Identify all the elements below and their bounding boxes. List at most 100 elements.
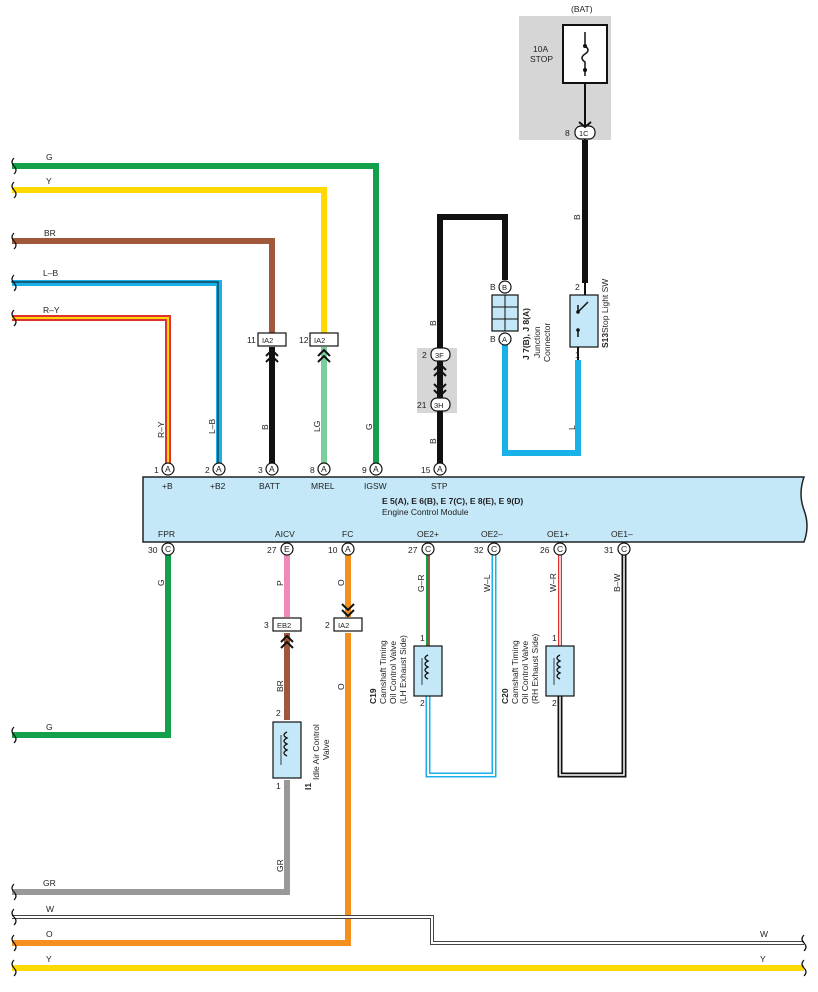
svg-text:A: A	[321, 464, 327, 474]
svg-text:C: C	[557, 544, 563, 554]
term-fpr: FPR	[158, 529, 175, 539]
s13-name: Stop Light SW	[600, 279, 610, 333]
wire-lb-b2	[12, 280, 222, 469]
svg-text:A: A	[373, 464, 379, 474]
c19-label-2: Oil Control Valve	[388, 641, 398, 704]
stop-light-switch	[569, 294, 599, 348]
junction-connector	[491, 280, 519, 346]
wire-label-g-fpr-v: G	[156, 579, 166, 586]
c19-oil-control-valve	[413, 645, 443, 697]
wire-g-fpr	[12, 555, 171, 738]
connector-ia2-fc	[333, 603, 363, 632]
wire-label-g-fpr: G	[46, 722, 53, 732]
c19-pin-1: 1	[420, 633, 425, 643]
fuse-amp-label: 10A	[533, 44, 548, 54]
term-fc: FC	[342, 529, 353, 539]
wire-label-ry: R–Y	[43, 305, 60, 315]
pin-2-ia2: 2	[325, 620, 330, 630]
junction-label-2: Connector	[542, 323, 552, 362]
pin-1: 1	[154, 465, 159, 475]
pin-21: 21	[417, 400, 427, 410]
s13-pin-1: 1	[575, 350, 580, 360]
wire-label-wr: W–R	[548, 573, 558, 592]
connector-1c	[574, 121, 596, 140]
wire-label-lb-v: L–B	[207, 419, 217, 434]
svg-text:C: C	[491, 544, 497, 554]
pin-30: 30	[148, 545, 158, 555]
c19-label-1: Camshaft Timing	[378, 640, 388, 704]
junction-b-outer: B	[490, 282, 496, 292]
pin-10: 10	[328, 545, 338, 555]
pin-26: 26	[540, 545, 550, 555]
wire-label-b-sw: B	[572, 214, 582, 220]
pin-2-3f: 2	[422, 350, 427, 360]
wire-br-batt	[12, 238, 275, 333]
wire-label-w: W	[46, 904, 54, 914]
svg-text:C: C	[425, 544, 431, 554]
term-oe1p: OE1+	[547, 529, 569, 539]
pin-32: 32	[474, 545, 484, 555]
wire-label-p: P	[275, 580, 285, 586]
eb2-label: EB2	[277, 621, 291, 630]
c20-pin-2: 2	[552, 698, 557, 708]
pin-12: 12	[299, 335, 309, 345]
wire-label-lb: L–B	[43, 268, 58, 278]
c19-label-3: (LH Exhaust Side)	[398, 635, 408, 704]
ecm-title: E 5(A), E 6(B), E 7(C), E 8(E), E 9(D)	[382, 496, 523, 506]
ia2-label-3: IA2	[338, 621, 349, 630]
wire-g-igsw	[12, 163, 379, 469]
c19-pin-2: 2	[420, 698, 425, 708]
connector-ia2-batt	[257, 332, 287, 363]
wire-label-br-v: BR	[275, 680, 285, 692]
svg-text:A: A	[437, 464, 443, 474]
pin-15: 15	[421, 465, 431, 475]
i1-id: I1	[303, 783, 313, 790]
c20-label-2: Oil Control Valve	[520, 641, 530, 704]
pin-3: 3	[258, 465, 263, 475]
c20-oil-control-valve	[545, 645, 575, 697]
i1-pin-1: 1	[276, 781, 281, 791]
idle-air-control-valve	[272, 721, 302, 779]
s13-id: S13	[600, 333, 610, 348]
term-aicv: AICV	[275, 529, 295, 539]
pin-3-eb2: 3	[264, 620, 269, 630]
wire-label-lg: LG	[312, 421, 322, 432]
connector-1c-label: 1C	[579, 129, 589, 138]
wire-label-w-right: W	[760, 929, 768, 939]
i1-pin-2: 2	[276, 708, 281, 718]
wire-label-b-stp2: B	[428, 438, 438, 444]
ia2-label-2: IA2	[314, 336, 325, 345]
pin-8: 8	[310, 465, 315, 475]
c20-id: C20	[500, 688, 510, 704]
wire-label-gr-code: G–R	[416, 575, 426, 592]
wire-l-junction	[502, 345, 581, 456]
wire-w	[12, 915, 804, 945]
wire-breaks-right	[801, 934, 807, 977]
svg-text:C: C	[165, 544, 171, 554]
svg-text:A: A	[165, 464, 171, 474]
wire-breaks-left	[11, 157, 17, 977]
pin-9: 9	[362, 465, 367, 475]
wire-label-g-v: G	[364, 423, 374, 430]
junction-a-inner: A	[502, 335, 507, 344]
pin-27-oe2: 27	[408, 545, 418, 555]
wire-o-fc2	[12, 633, 351, 946]
junction-label-1: Junction	[532, 326, 542, 358]
ia2-label-1: IA2	[262, 336, 273, 345]
pin-label: 8	[565, 128, 570, 138]
svg-text:A: A	[216, 464, 222, 474]
wire-label-y: Y	[46, 176, 52, 186]
wire-label-o-v2: O	[336, 683, 346, 690]
term-oe1m: OE1–	[611, 529, 633, 539]
connector-3h-label: 3H	[434, 401, 444, 410]
term-b: +B	[162, 481, 173, 491]
wire-y-mrel	[12, 187, 327, 333]
wire-label-o-v1: O	[336, 579, 346, 586]
pin-2: 2	[205, 465, 210, 475]
term-oe2p: OE2+	[417, 529, 439, 539]
i1-label-2: Valve	[321, 739, 331, 760]
svg-text:A: A	[269, 464, 275, 474]
junction-b-inner: B	[502, 283, 507, 292]
c20-pin-1: 1	[552, 633, 557, 643]
